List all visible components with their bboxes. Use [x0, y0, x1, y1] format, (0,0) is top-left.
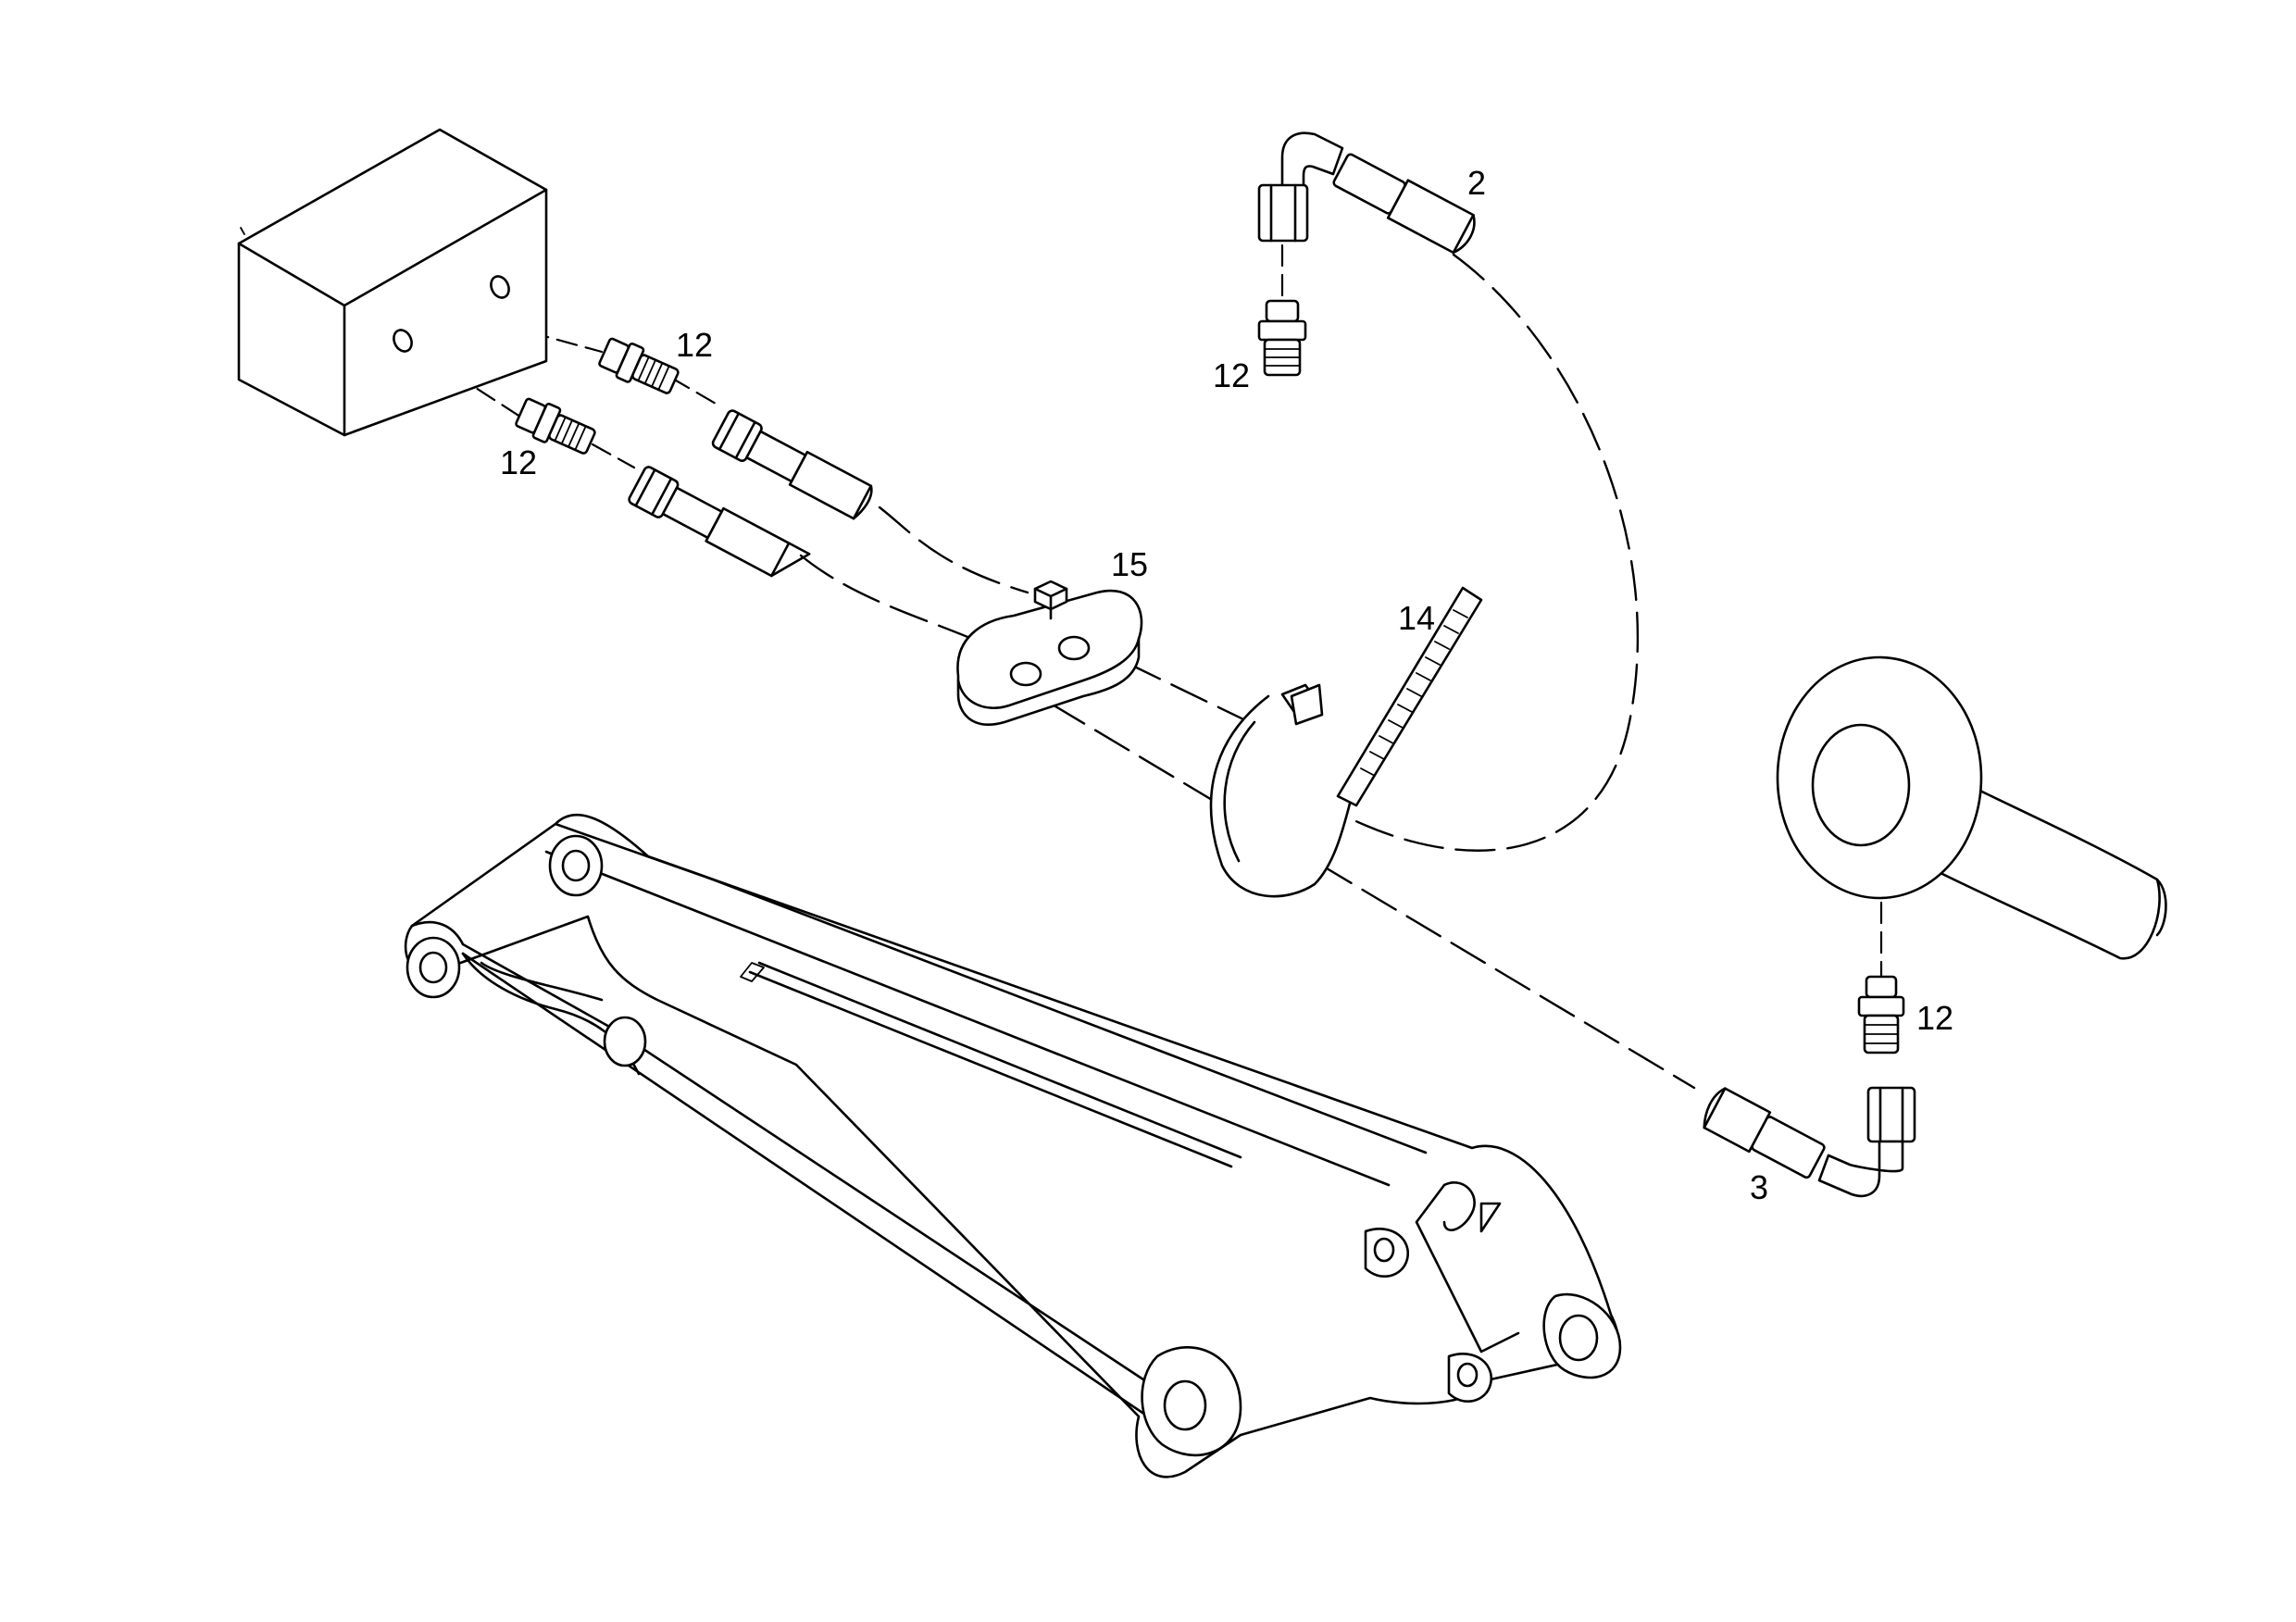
callout-12-lower: 12	[500, 443, 537, 481]
hose-fitting-upper	[711, 409, 873, 520]
boom-arm	[404, 813, 1622, 1479]
union-fitting-right	[1857, 975, 1905, 1054]
hose-clamp	[956, 580, 1143, 726]
valve-block	[237, 128, 548, 437]
union-fitting-top	[1257, 299, 1307, 377]
callout-14: 14	[1398, 599, 1435, 637]
callout-15: 15	[1111, 545, 1148, 583]
callout-3: 3	[1750, 1168, 1768, 1206]
callout-2: 2	[1467, 164, 1486, 202]
union-fitting-lower	[515, 397, 596, 455]
cable-tie	[1209, 586, 1483, 898]
elbow-hose-3	[1703, 1086, 1916, 1198]
callout-12-upper: 12	[676, 326, 713, 364]
callout-12-top-right: 12	[1213, 356, 1250, 394]
union-fitting-upper	[598, 337, 680, 394]
callout-12-right: 12	[1916, 999, 1953, 1037]
elbow-hose-2	[1257, 131, 1476, 255]
eye-bolt-end	[1776, 655, 2167, 960]
hose-fitting-lower	[628, 466, 811, 578]
callout-labels: 2 12 12 12 15 14 12 3	[500, 164, 1953, 1206]
